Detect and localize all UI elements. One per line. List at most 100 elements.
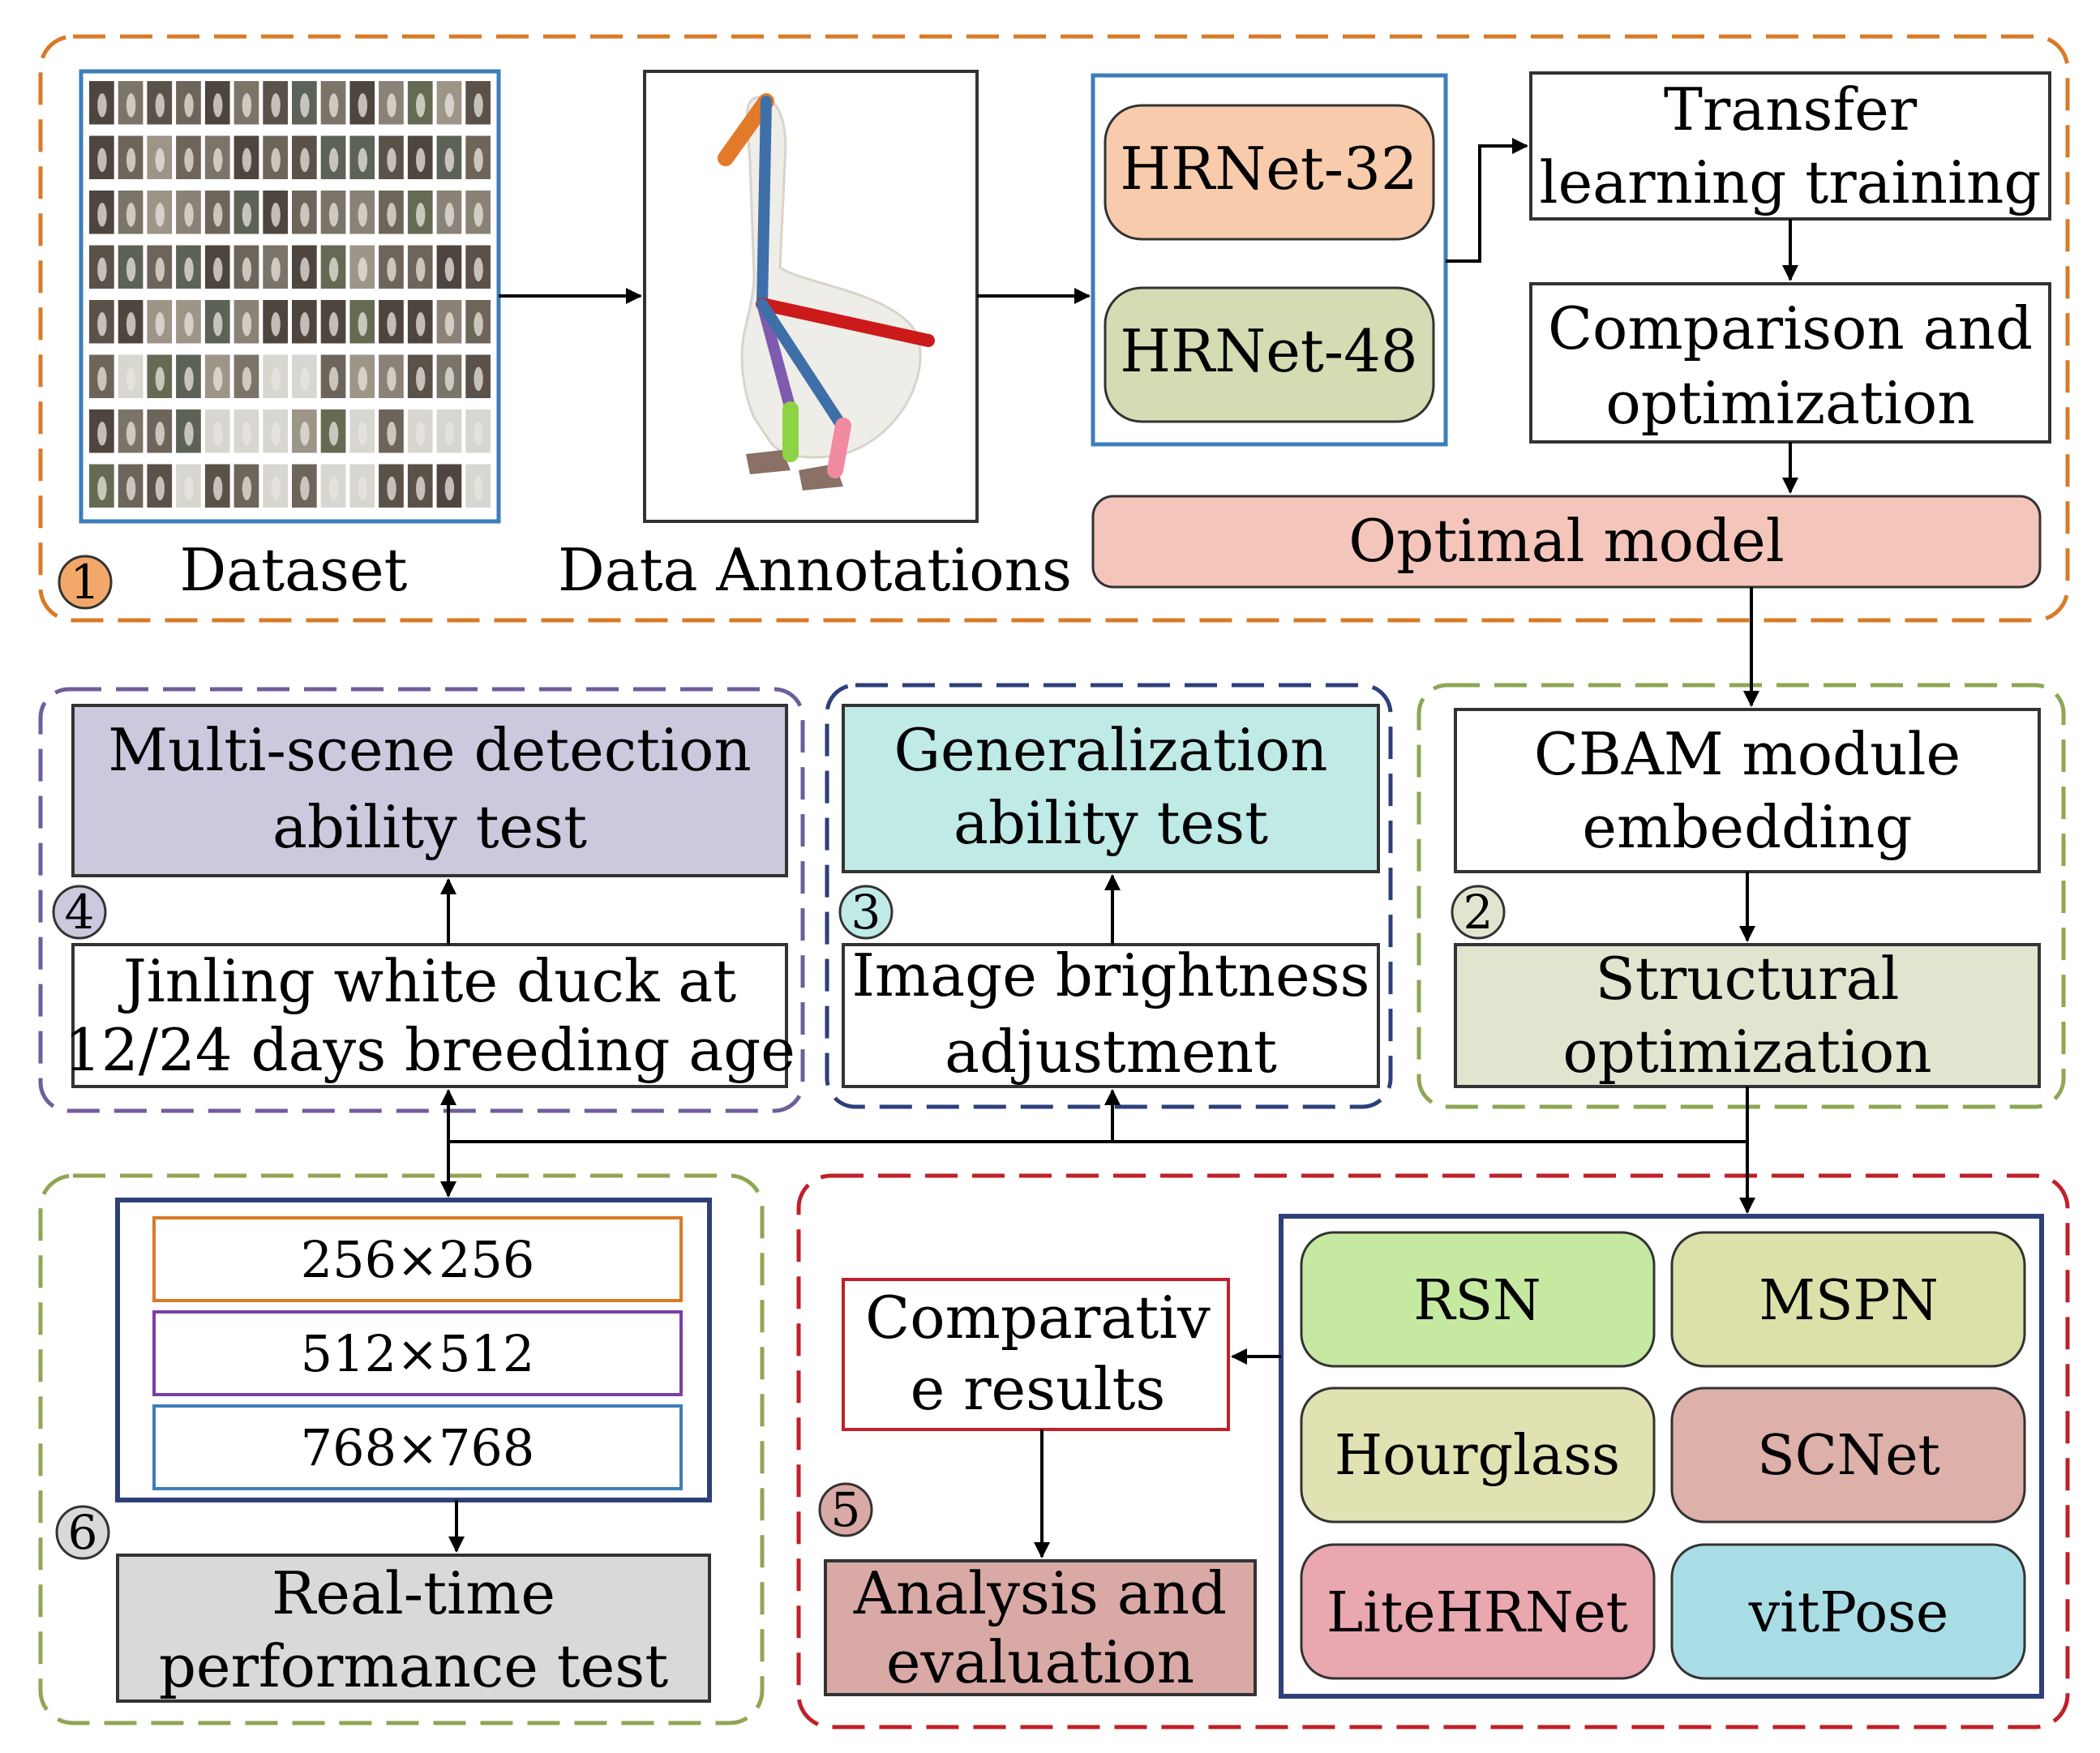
dataset-thumbnail-duck: [300, 93, 310, 118]
multi-scene-box: [71, 704, 788, 877]
dataset-thumbnail-duck: [328, 202, 339, 227]
dataset-thumbnail-duck: [300, 202, 310, 227]
litehrnet-box: [1300, 1543, 1656, 1680]
dataset-thumbnail-duck: [387, 476, 396, 501]
cbam-line1: CBAM module: [1534, 720, 1961, 788]
comparison-line1: Comparison and: [1548, 294, 2033, 362]
section-6-badge: [55, 1505, 110, 1560]
comparison-box: [1529, 282, 2051, 444]
dataset-thumbnail-duck: [155, 148, 165, 173]
scnet-box: [1670, 1387, 2026, 1524]
dataset-thumbnail-duck: [300, 148, 310, 173]
comparative-line2: e results: [911, 1355, 1166, 1423]
section-2-number: 2: [1464, 885, 1494, 940]
right-leg-keypoint-line: [756, 298, 847, 431]
dataset-thumbnail-duck: [97, 148, 107, 173]
dataset-thumbnail-duck: [444, 366, 455, 392]
dataset-thumbnail-duck: [300, 312, 310, 336]
duck-age-line2: 12/24 days breeding age: [64, 1016, 795, 1084]
comparative-results-box: [842, 1278, 1230, 1431]
hrnet-32-label: HRNet-32: [1120, 135, 1418, 203]
dataset-thumbnail-duck: [358, 476, 367, 501]
dataset-thumbnail-duck: [416, 202, 426, 227]
vitpose-box: [1670, 1543, 2026, 1680]
dataset-thumbnail-duck: [387, 312, 396, 336]
multi-scene-line1: Multi-scene detection: [108, 716, 751, 784]
dataset-thumbnail-duck: [474, 366, 483, 392]
section-1-frame: [38, 34, 2070, 623]
generalization-line1: Generalization: [894, 716, 1327, 784]
dataset-thumbnail-duck: [242, 312, 252, 336]
dataset-thumbnail-duck: [271, 476, 281, 501]
dataset-thumbnail-duck: [97, 366, 107, 392]
dataset-thumbnail-duck: [97, 312, 107, 336]
dataset-thumbnail-duck: [300, 366, 310, 392]
dataset-thumbnail-duck: [444, 312, 455, 336]
dataset-thumbnail-duck: [97, 422, 107, 446]
dataset-thumbnail-duck: [358, 93, 367, 118]
dataset-thumbnail-duck: [416, 312, 426, 336]
dataset-thumbnail-duck: [213, 422, 223, 446]
section-1-number: 1: [71, 555, 101, 610]
dataset-thumbnail-duck: [416, 422, 426, 446]
dataset-thumbnail-duck: [358, 312, 367, 336]
dataset-thumbnail-duck: [387, 202, 396, 227]
resolution-container: [115, 1198, 712, 1502]
mspn-label: MSPN: [1759, 1269, 1938, 1333]
dataset-thumbnail-duck: [126, 366, 136, 392]
dataset-thumbnail-duck: [184, 422, 194, 446]
section-6-number: 6: [68, 1505, 98, 1560]
dataset-thumbnail-duck: [474, 312, 483, 336]
dataset-thumbnail-duck: [126, 257, 136, 282]
structural-line1: Structural: [1595, 945, 1899, 1013]
optimal-model-label: Optimal model: [1348, 507, 1785, 575]
dataset-thumbnail-duck: [387, 257, 396, 282]
dataset-thumbnail-duck: [155, 366, 165, 392]
scnet-label: SCNet: [1757, 1424, 1940, 1488]
optimal-model-box: [1091, 495, 2042, 589]
duck-annotation-image: [643, 70, 979, 523]
dataset-thumbnail-duck: [416, 148, 426, 173]
dataset-thumbnail-duck: [416, 366, 426, 392]
dataset-thumbnail-duck: [328, 422, 339, 446]
dataset-thumbnail-duck: [474, 422, 483, 446]
dataset-thumbnail-duck: [155, 93, 165, 118]
section-6-frame: [38, 1173, 765, 1725]
hourglass-label: Hourglass: [1335, 1424, 1620, 1488]
section-1-badge: [58, 555, 113, 610]
hrnet-48-label: HRNet-48: [1120, 317, 1418, 385]
dataset-thumbnail-duck: [126, 148, 136, 173]
size-768-box: [152, 1404, 683, 1490]
dataset-thumbnail-duck: [271, 422, 281, 446]
dataset-thumbnail-duck: [97, 93, 107, 118]
duck-age-line1: Jinling white duck at: [118, 947, 736, 1015]
dataset-thumbnail-duck: [184, 366, 194, 392]
dataset-thumbnail-duck: [474, 257, 483, 282]
dataset-thumbnail-duck: [416, 257, 426, 282]
dataset-thumbnail-duck: [328, 476, 339, 501]
size-512-label: 512×512: [301, 1324, 535, 1383]
dataset-thumbnail-duck: [213, 366, 223, 392]
analysis-line2: evaluation: [886, 1628, 1194, 1696]
dataset-thumbnail-duck: [474, 148, 483, 173]
analysis-line1: Analysis and: [853, 1559, 1227, 1627]
realtime-line1: Real-time: [272, 1559, 555, 1627]
dataset-thumbnail-duck: [242, 257, 252, 282]
dataset-thumbnail-duck: [184, 148, 194, 173]
neck-keypoint-line: [756, 96, 772, 310]
dataset-thumbnail-duck: [242, 93, 252, 118]
multi-scene-line2: ability test: [272, 793, 587, 861]
transfer-line1: Transfer: [1664, 75, 1918, 144]
structural-line2: optimization: [1562, 1018, 1931, 1086]
dataset-thumbnail-duck: [184, 202, 194, 227]
bill-keypoint-line: [718, 93, 774, 166]
dataset-thumbnail-duck: [328, 93, 339, 118]
dataset-thumbnail-duck: [416, 93, 426, 118]
dataset-thumbnail-duck: [444, 148, 455, 173]
section-5-badge: [818, 1482, 873, 1537]
dataset-thumbnail-duck: [184, 257, 194, 282]
dataset-thumbnail-duck: [184, 312, 194, 336]
dataset-thumbnail-duck: [97, 202, 107, 227]
section-2-badge: [1451, 885, 1506, 940]
dataset-thumbnail-duck: [271, 148, 281, 173]
